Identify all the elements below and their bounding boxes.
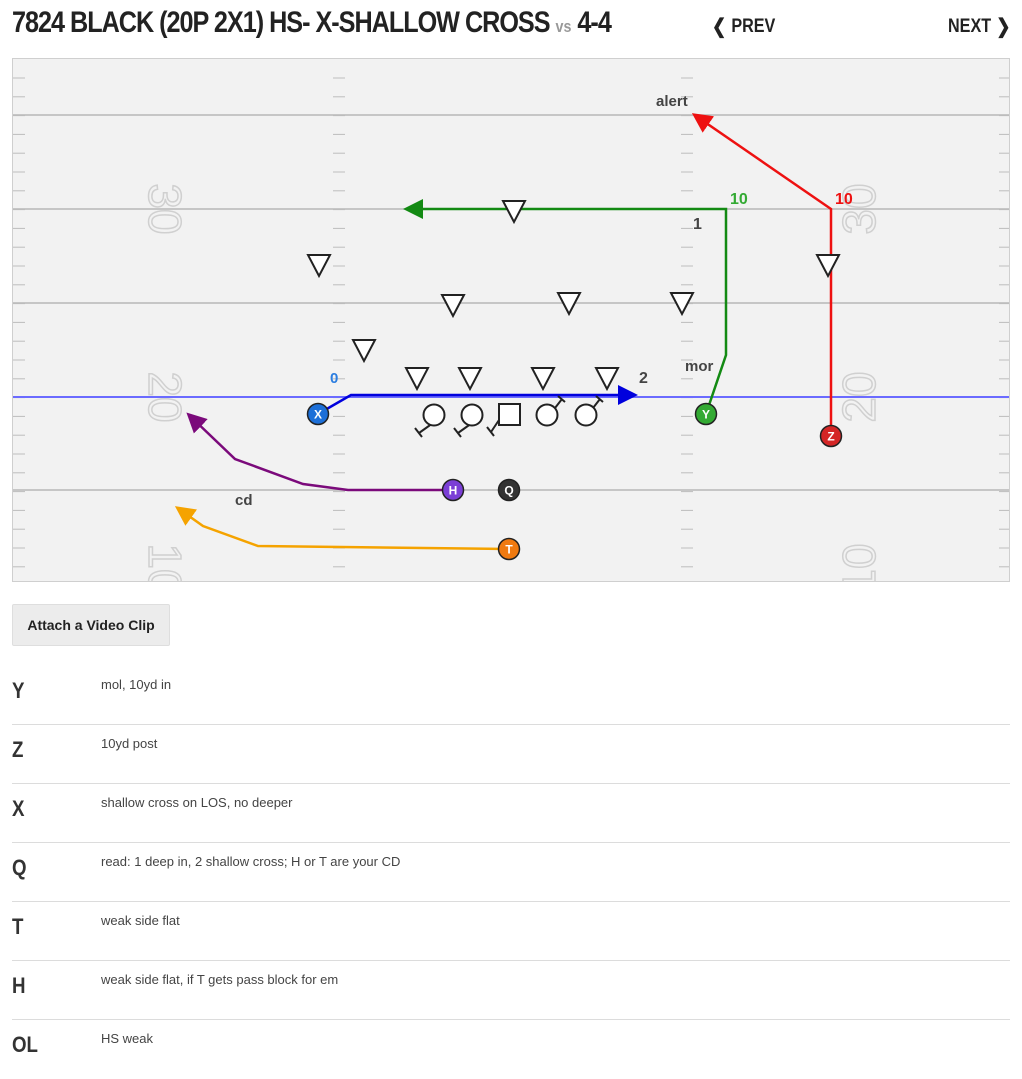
vs-label: vs — [555, 17, 572, 36]
x-route[interactable] — [317, 385, 638, 416]
note-row-t: T weak side flat — [12, 902, 1010, 961]
note-position: Y — [12, 678, 25, 703]
note-text: weak side flat, if T gets pass block for… — [101, 972, 339, 987]
y-depth-label: 10 — [730, 191, 748, 208]
z-depth-label: 10 — [835, 191, 853, 208]
note-row-ol: OL HS weak — [12, 1020, 1010, 1079]
play-diagram[interactable]: 30 20 10 30 20 10 — [12, 58, 1010, 582]
player-x-label: X — [314, 408, 322, 422]
h-route[interactable] — [186, 412, 453, 492]
yard-numbers: 30 20 10 30 20 10 — [138, 183, 886, 582]
note-position: X — [12, 796, 25, 821]
offensive-line — [414, 395, 604, 438]
lineman-icon[interactable] — [422, 403, 446, 427]
play-header: 7824 BLACK (20P 2X1) HS- X-SHALLOW CROSS… — [12, 6, 1010, 48]
defender-icon[interactable] — [306, 254, 332, 279]
prev-button[interactable]: ❮ PREV — [712, 14, 775, 39]
play-title: 7824 BLACK (20P 2X1) HS- X-SHALLOW CROSS… — [12, 6, 612, 40]
defenders — [306, 200, 841, 392]
player-z-label: Z — [827, 430, 834, 444]
defender-icon[interactable] — [815, 254, 841, 279]
note-position: OL — [12, 1032, 38, 1057]
yard-number-left-30: 30 — [139, 183, 191, 234]
defender-icon[interactable] — [440, 294, 466, 319]
player-h[interactable]: H — [441, 478, 465, 502]
chevron-right-icon: ❯ — [995, 16, 1010, 38]
note-text: shallow cross on LOS, no deeper — [101, 795, 293, 810]
note-row-z: Z 10yd post — [12, 725, 1010, 784]
lineman-icon[interactable] — [535, 403, 559, 427]
z-route[interactable] — [691, 113, 833, 436]
defender-icon[interactable] — [501, 200, 527, 225]
defense-name: 4-4 — [577, 6, 611, 39]
defender-icon[interactable] — [594, 367, 620, 392]
note-position: H — [12, 973, 26, 998]
field-svg: 30 20 10 30 20 10 — [13, 77, 1009, 582]
next-label: NEXT — [947, 15, 991, 37]
defender-icon[interactable] — [530, 367, 556, 392]
player-x[interactable]: X — [306, 402, 330, 426]
hash-marks — [13, 77, 1009, 568]
lineman-icon[interactable] — [460, 403, 484, 427]
read-2-label: 2 — [639, 370, 648, 387]
t-route[interactable] — [174, 506, 510, 551]
player-y-label: Y — [702, 408, 710, 422]
play-name: 7824 BLACK (20P 2X1) HS- X-SHALLOW CROSS — [12, 6, 551, 39]
note-text: read: 1 deep in, 2 shallow cross; H or T… — [101, 854, 401, 869]
defender-icon[interactable] — [669, 292, 695, 317]
y-route[interactable] — [403, 199, 728, 415]
note-text: weak side flat — [101, 913, 180, 928]
player-t-label: T — [505, 543, 513, 557]
player-z[interactable]: Z — [819, 424, 843, 448]
mor-label: mor — [685, 358, 714, 375]
player-y[interactable]: Y — [694, 402, 718, 426]
attach-video-button[interactable]: Attach a Video Clip — [12, 604, 170, 646]
note-text: 10yd post — [101, 736, 158, 751]
chevron-left-icon: ❮ — [712, 16, 727, 38]
x-zero-label: 0 — [330, 370, 338, 387]
position-notes: Y mol, 10yd in Z 10yd post X shallow cro… — [12, 666, 1010, 1079]
player-q[interactable]: Q — [497, 478, 521, 502]
defender-icon[interactable] — [457, 367, 483, 392]
defender-icon[interactable] — [556, 292, 582, 317]
note-text: mol, 10yd in — [101, 677, 172, 692]
note-text: HS weak — [101, 1031, 154, 1046]
note-position: T — [12, 914, 24, 939]
note-position: Z — [12, 737, 24, 762]
note-row-y: Y mol, 10yd in — [12, 666, 1010, 725]
read-1-label: 1 — [693, 216, 702, 233]
defender-icon[interactable] — [404, 367, 430, 392]
player-h-label: H — [449, 484, 458, 498]
note-row-q: Q read: 1 deep in, 2 shallow cross; H or… — [12, 843, 1010, 902]
next-button[interactable]: NEXT ❯ — [948, 14, 1010, 39]
prev-label: PREV — [731, 15, 776, 37]
yard-number-right-10: 10 — [833, 543, 885, 582]
note-position: Q — [12, 855, 27, 880]
yard-number-left-10: 10 — [139, 543, 191, 582]
lineman-icon[interactable] — [574, 403, 598, 427]
note-row-h: H weak side flat, if T gets pass block f… — [12, 961, 1010, 1020]
player-t[interactable]: T — [497, 537, 521, 561]
center-icon[interactable] — [498, 403, 521, 426]
yard-lines — [13, 114, 1009, 491]
alert-label: alert — [656, 93, 688, 110]
defender-icon[interactable] — [351, 339, 377, 364]
cd-label: cd — [235, 492, 253, 509]
player-q-label: Q — [504, 484, 513, 498]
note-row-x: X shallow cross on LOS, no deeper — [12, 784, 1010, 843]
yard-number-right-30: 30 — [833, 183, 885, 234]
